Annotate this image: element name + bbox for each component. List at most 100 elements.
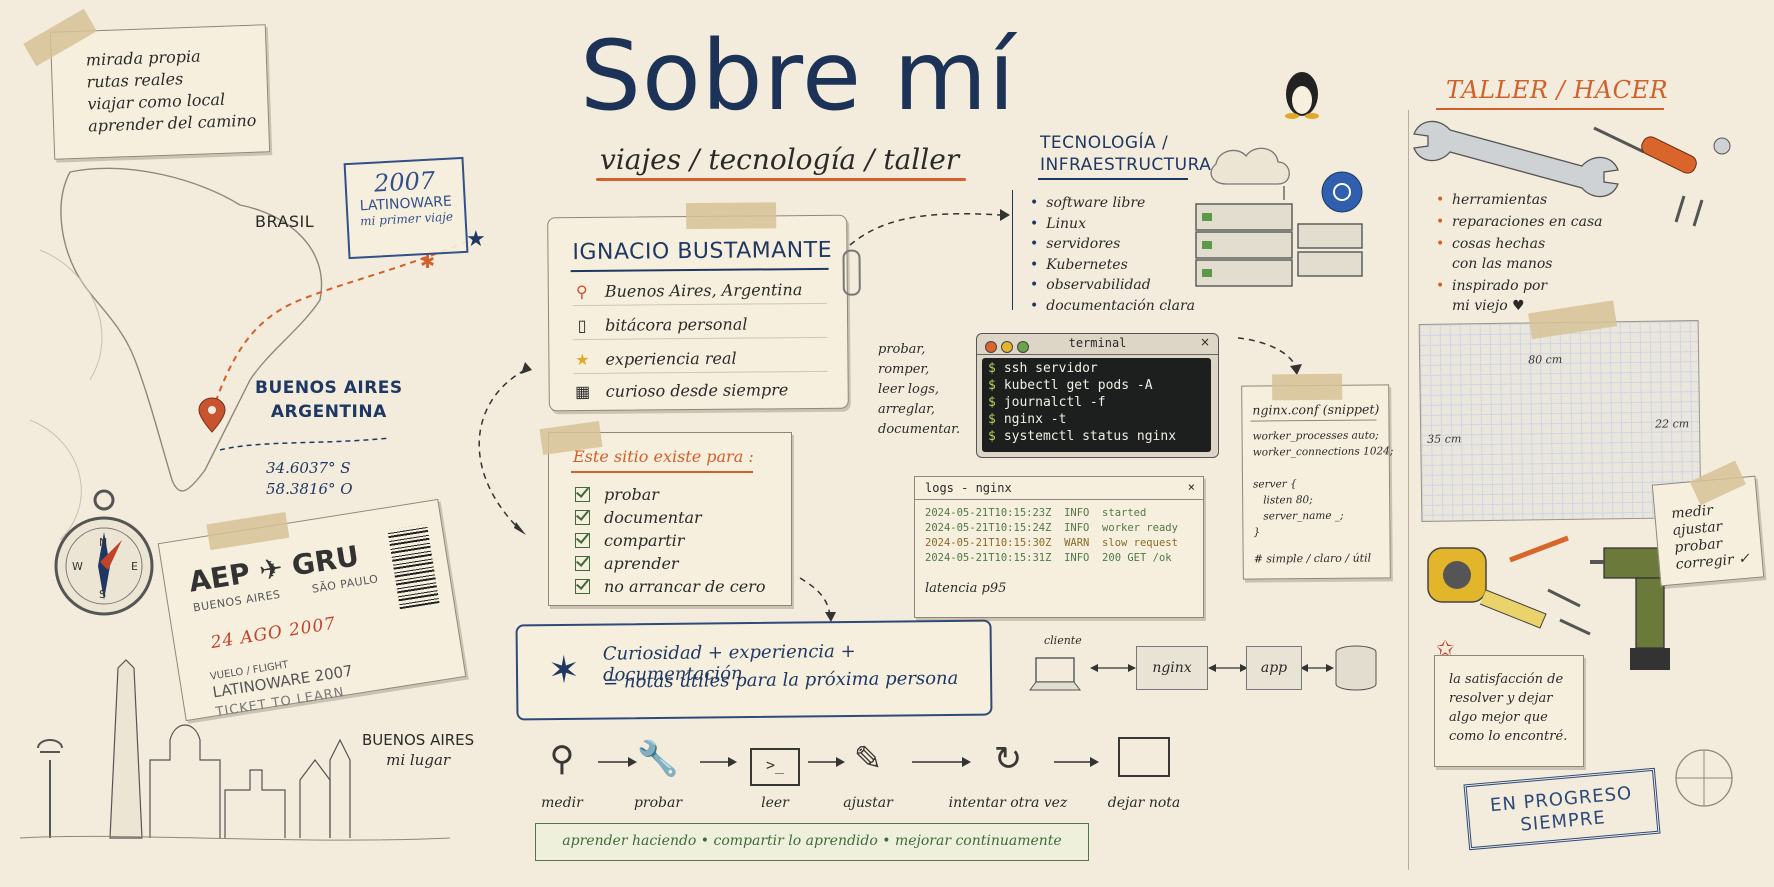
- profile-name-underline: [570, 267, 829, 273]
- profile-row-text: bitácora personal: [605, 314, 748, 335]
- svg-text:✱: ✱: [420, 252, 435, 273]
- tech-item: Kubernetes: [1030, 255, 1195, 276]
- svg-text:N: N: [99, 536, 107, 549]
- purpose-item: no arrancar de cero: [575, 577, 765, 596]
- process-step-dejar-nota: dejar nota: [1084, 737, 1204, 811]
- logs-titlebar: logs - nginx ×: [915, 477, 1203, 500]
- log-message: started: [1102, 507, 1147, 519]
- profile-row-text: Buenos Aires, Argentina: [604, 280, 803, 301]
- terminal-command: ssh servidor: [1003, 361, 1098, 376]
- terminal-line: $ ssh servidor: [988, 360, 1205, 377]
- page-title: Sobre mí: [580, 20, 1016, 132]
- nginx-heading: nginx.conf (snippet): [1252, 401, 1380, 418]
- terminal-icon: >_: [715, 737, 835, 786]
- close-icon: ×: [1199, 335, 1210, 349]
- terminal-prompt: $: [988, 378, 996, 393]
- home-city: BUENOS AIRES: [362, 731, 475, 749]
- tech-item: servidores: [1030, 234, 1195, 255]
- nginx-code-line: server_name _;: [1253, 509, 1344, 523]
- nginx-snippet-note: nginx.conf (snippet) worker_processes au…: [1241, 373, 1394, 580]
- iteration-note: medir ajustar probar corregir ✓: [1651, 460, 1765, 587]
- log-timestamp: 2024-05-21T10:15:31Z: [925, 552, 1052, 564]
- terminal-command: kubectl get pods -A: [1003, 378, 1153, 393]
- log-timestamp: 2024-05-21T10:15:30Z: [925, 537, 1052, 549]
- dimension-depth: 22 cm: [1654, 417, 1690, 431]
- stamp-2007: 2007 LATINOWARE mi primer viaje: [343, 156, 469, 260]
- nginx-code-line: worker_processes auto;: [1252, 429, 1379, 443]
- process-step-label: probar: [633, 795, 683, 811]
- svg-text:S: S: [99, 588, 106, 601]
- terminal-prompt: $: [988, 412, 996, 427]
- terminal-line: $journalctl -f: [988, 394, 1205, 411]
- tech-heading-underline: [1038, 178, 1188, 180]
- maximize-dot-icon: [1017, 341, 1029, 353]
- subtitle-underline: [596, 178, 966, 181]
- plane-icon: ✈: [256, 549, 295, 588]
- terminal-command: systemctl status nginx: [1003, 429, 1177, 444]
- workflow-note-line: leer logs,: [878, 382, 940, 397]
- paperclip-icon: [842, 249, 861, 296]
- notebook-icon: ▯: [577, 315, 587, 336]
- dimension-height: 35 cm: [1427, 432, 1462, 446]
- process-step-leer: >_ leer: [715, 737, 835, 811]
- tech-item: Linux: [1030, 214, 1195, 235]
- dimension-width: 80 cm: [1528, 352, 1563, 367]
- log-message: slow request: [1102, 537, 1178, 549]
- map-coordinates: 34.6037° S 58.3816° O: [266, 458, 353, 500]
- purpose-item: compartir: [575, 531, 684, 550]
- tech-item: documentación clara: [1030, 296, 1195, 317]
- arch-client-label: cliente: [1044, 634, 1082, 647]
- nginx-heading-underline: [1250, 419, 1377, 422]
- profile-card: IGNACIO BUSTAMANTE ⚲ Buenos Aires, Argen…: [547, 202, 861, 412]
- checkbox-checked-icon: [575, 487, 590, 502]
- nginx-code-comment: # simple / claro / útil: [1253, 551, 1372, 566]
- map-label-country: ARGENTINA: [270, 402, 387, 422]
- calendar-icon: ▦: [575, 381, 591, 402]
- log-timestamp: 2024-05-21T10:15:23Z: [925, 507, 1052, 519]
- log-level: INFO: [1064, 522, 1090, 534]
- star-icon: ★: [575, 349, 590, 370]
- profile-row-text: experiencia real: [605, 348, 737, 369]
- latency-label: latencia p95: [925, 581, 1007, 596]
- workshop-item: inspirado por mi viejo ♥: [1436, 276, 1602, 316]
- satisfaction-line: como lo encontré.: [1449, 729, 1568, 744]
- log-level: WARN: [1064, 537, 1090, 549]
- terminal-prompt: $: [988, 429, 996, 444]
- process-step-reintentar: ↻ intentar otra vez: [942, 737, 1074, 811]
- profile-row-location: ⚲ Buenos Aires, Argentina: [572, 279, 827, 307]
- log-entry: 2024-05-21T10:15:31Z INFO 200 GET /ok: [925, 552, 1172, 564]
- magnifier-icon: ⚲: [549, 739, 575, 779]
- workflow-note-line: documentar.: [878, 422, 961, 437]
- nginx-code-line: }: [1253, 526, 1261, 539]
- log-entry: 2024-05-21T10:15:30Z WARN slow request: [925, 537, 1178, 549]
- satisfaction-note: la satisfacción de resolver y dejar algo…: [1434, 655, 1584, 767]
- log-level: INFO: [1064, 552, 1090, 564]
- terminal-line: $nginx -t: [988, 411, 1205, 428]
- logs-window: logs - nginx × 2024-05-21T10:15:23Z INFO…: [914, 476, 1204, 618]
- process-step-label: ajustar: [843, 795, 893, 811]
- purpose-item-label: compartir: [604, 531, 685, 550]
- arch-app-box: app: [1246, 646, 1302, 690]
- map-label-city: BUENOS AIRES: [255, 378, 403, 398]
- tape-strip: [686, 202, 777, 230]
- nginx-code-line: worker_connections 1024;: [1252, 445, 1394, 459]
- workflow-note-line: arreglar,: [878, 402, 936, 417]
- profile-row-text: curioso desde siempre: [605, 380, 789, 401]
- terminal-prompt: $: [988, 361, 996, 376]
- svg-text:E: E: [131, 560, 138, 573]
- tech-list: software libre Linux servidores Kubernet…: [1030, 193, 1195, 316]
- checkbox-checked-icon: [575, 579, 590, 594]
- location-pin-icon: ⚲: [575, 281, 588, 302]
- purpose-item: aprender: [575, 554, 679, 573]
- star-icon: ✶: [547, 647, 581, 693]
- formula-line-2: = notas útiles para la próxima persona: [603, 667, 959, 693]
- terminal-titlebar: terminal ×: [977, 334, 1218, 355]
- workflow-note: probar, romper, leer logs, arreglar, doc…: [878, 340, 960, 440]
- longitude: 58.3816° O: [266, 480, 353, 498]
- svg-text:★: ★: [466, 227, 486, 252]
- purpose-item: probar: [575, 485, 659, 504]
- process-step-probar: 🔧 probar: [598, 737, 718, 811]
- workshop-item: reparaciones en casa: [1436, 212, 1602, 232]
- home-caption: BUENOS AIRES mi lugar: [362, 730, 474, 770]
- profile-row-star: ★ experiencia real: [573, 347, 828, 375]
